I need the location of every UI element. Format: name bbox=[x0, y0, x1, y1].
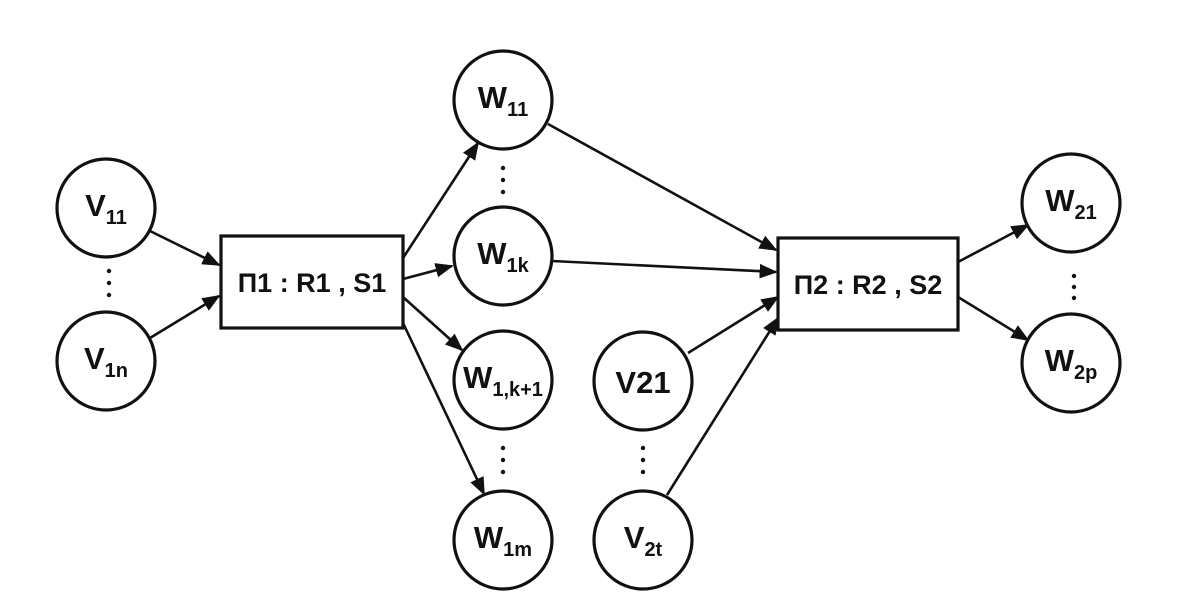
process-box-p1: П1 : R1 , S1 bbox=[219, 234, 405, 330]
ellipsis-w2 bbox=[1071, 273, 1077, 301]
node-v2t: V2t bbox=[592, 489, 694, 591]
node-v21: V21 bbox=[592, 330, 694, 432]
edge-v2t-p2 bbox=[665, 316, 780, 496]
edge-v11-p1 bbox=[149, 229, 221, 267]
node-w1k: W1k bbox=[452, 205, 554, 307]
node-v11: V11 bbox=[55, 157, 157, 259]
node-v1n: V1n bbox=[55, 310, 157, 412]
ellipsis-w1-upper bbox=[500, 165, 506, 195]
node-w1k1-label: W1,k+1 bbox=[463, 360, 543, 401]
process-box-p2: П2 : R2 , S2 bbox=[776, 236, 960, 332]
node-w21: W21 bbox=[1020, 152, 1122, 254]
ellipsis-dots bbox=[106, 165, 1077, 475]
edge-p2-w2p bbox=[957, 295, 1030, 342]
node-v2t-label: V2t bbox=[624, 520, 663, 561]
node-w2p-label: W2p bbox=[1045, 343, 1098, 384]
node-w21-label: W21 bbox=[1045, 183, 1097, 224]
edge-p2-w21 bbox=[957, 223, 1030, 264]
edge-p1-w1k1 bbox=[402, 296, 464, 352]
edge-w1k-p2 bbox=[551, 259, 778, 279]
node-w11: W11 bbox=[452, 49, 554, 151]
edge-w11-p2 bbox=[547, 122, 778, 252]
edges bbox=[149, 122, 1030, 496]
node-w1k-label: W1k bbox=[477, 236, 529, 277]
node-v1n-label: V1n bbox=[84, 341, 128, 382]
edge-p1-w1k bbox=[402, 263, 454, 281]
node-w1k1: W1,k+1 bbox=[452, 329, 554, 431]
node-w1m: W1m bbox=[452, 489, 554, 591]
edge-p1-w1m bbox=[401, 322, 486, 496]
ellipsis-v2 bbox=[640, 445, 646, 475]
ellipsis-w1-lower bbox=[500, 445, 506, 475]
process-box-p2-label: П2 : R2 , S2 bbox=[794, 270, 942, 300]
edge-p1-w11 bbox=[401, 141, 480, 259]
node-w11-label: W11 bbox=[478, 80, 528, 121]
node-v11-label: V11 bbox=[85, 188, 127, 229]
ellipsis-v1 bbox=[106, 268, 112, 298]
edge-v1n-p1 bbox=[149, 294, 221, 340]
node-v21-label: V21 bbox=[615, 365, 670, 400]
process-box-p1-label: П1 : R1 , S1 bbox=[238, 268, 386, 298]
node-w2p: W2p bbox=[1020, 312, 1122, 414]
node-w1m-label: W1m bbox=[474, 520, 532, 561]
edge-v21-p2 bbox=[687, 295, 780, 355]
